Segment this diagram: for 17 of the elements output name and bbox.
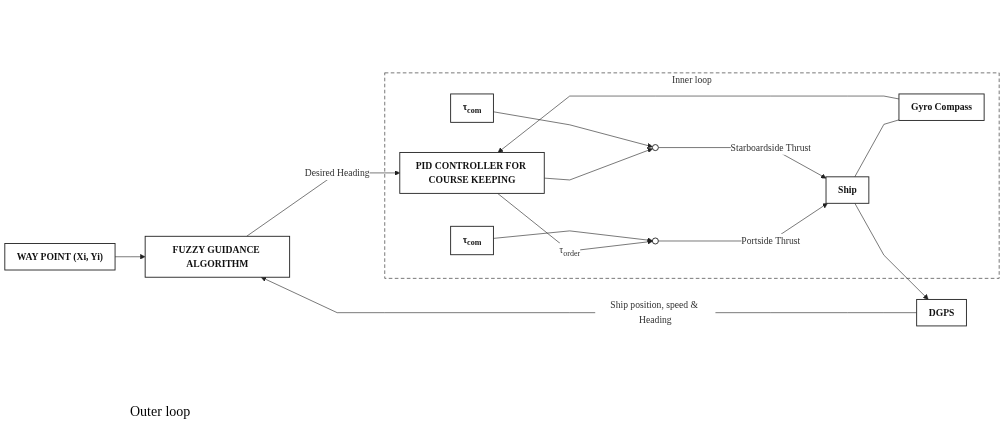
- edge-label: Portside Thrust: [741, 235, 801, 246]
- edge-label: Starboardside Thrust: [730, 142, 811, 153]
- edge-label: τ$_{order}$: [559, 244, 581, 258]
- node-circle: [651, 237, 659, 245]
- node-box: Ship: [825, 176, 870, 204]
- node-box: τ$_{com}$: [450, 225, 494, 256]
- node-box: τ$_{com}$: [450, 93, 494, 123]
- node-box: FUZZY GUIDANCE ALGORITHM: [144, 235, 291, 278]
- node-box: WAY POINT (Xi, Yi): [4, 243, 116, 271]
- node-box: Gyro Compass: [898, 93, 985, 121]
- edge-label: Desired Heading: [304, 167, 370, 178]
- connector: [854, 119, 900, 178]
- node-box: DGPS: [916, 299, 967, 327]
- loop-label: Outer loop: [130, 404, 191, 419]
- node-box: PID CONTROLLER FOR COURSE KEEPING: [399, 152, 545, 194]
- node-circle: [651, 144, 659, 152]
- edge-label: Ship position, speed & Heading: [610, 300, 699, 325]
